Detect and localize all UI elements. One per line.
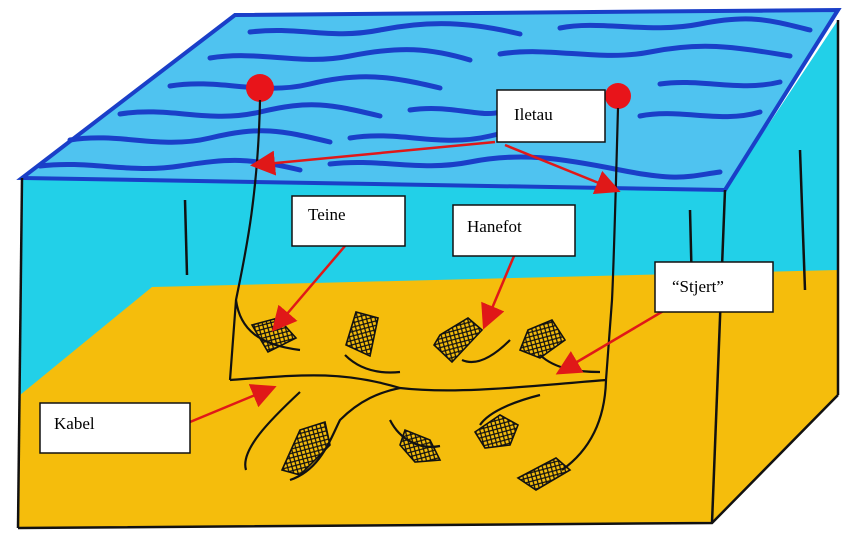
label-iletau: Iletau (497, 90, 605, 142)
buoy-right-icon (605, 83, 631, 109)
label-hanefot-text: Hanefot (467, 217, 522, 236)
label-stjert: “Stjert” (655, 262, 773, 312)
label-teine-text: Teine (308, 205, 346, 224)
label-teine: Teine (292, 196, 405, 246)
water-surface (22, 10, 838, 190)
buoy-left-icon (246, 74, 274, 102)
label-iletau-text: Iletau (514, 105, 553, 124)
label-hanefot: Hanefot (453, 205, 575, 256)
label-kabel-text: Kabel (54, 414, 95, 433)
label-stjert-text: “Stjert” (672, 277, 724, 296)
label-kabel: Kabel (40, 403, 190, 453)
